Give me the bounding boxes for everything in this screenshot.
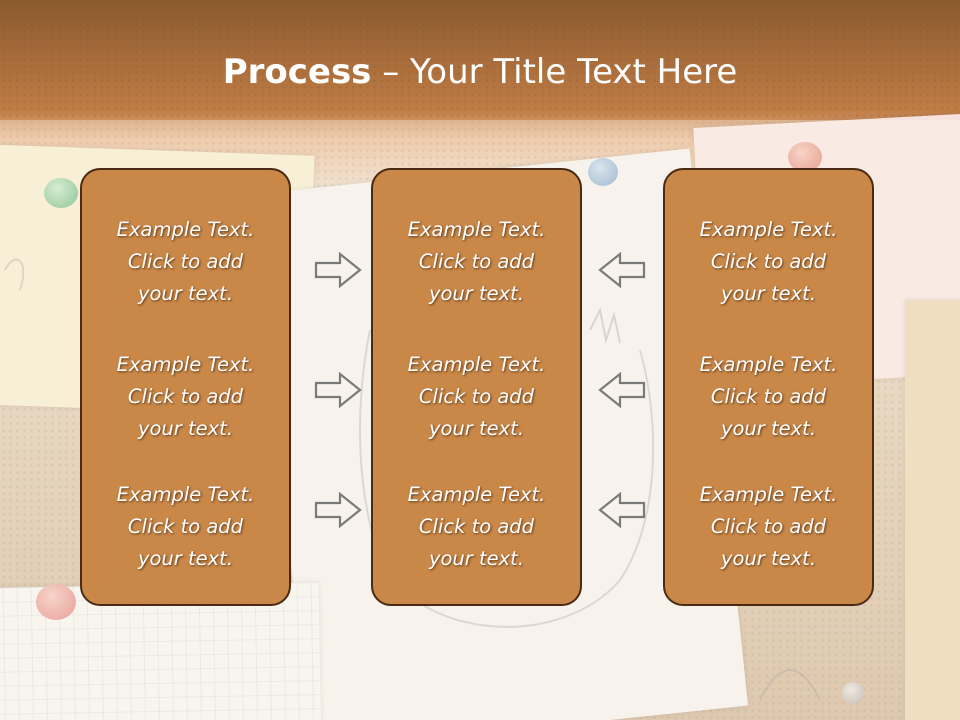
title-rest: – Your Title Text Here [371, 52, 738, 92]
wood-strip [905, 300, 960, 720]
slide-title[interactable]: Process – Your Title Text Here [0, 52, 960, 92]
text-placeholder[interactable]: Example Text. Click to add your text. [373, 214, 580, 310]
text-placeholder[interactable]: Example Text. Click to add your text. [373, 349, 580, 445]
text-line: Click to add [127, 250, 244, 273]
text-line: your text. [137, 547, 234, 570]
text-line: Example Text. [699, 218, 838, 241]
text-line: your text. [428, 282, 525, 305]
text-line: Click to add [127, 385, 244, 408]
text-line: your text. [720, 282, 817, 305]
green-pushpin [44, 178, 78, 208]
text-line: your text. [720, 417, 817, 440]
text-placeholder[interactable]: Example Text. Click to add your text. [373, 479, 580, 575]
text-line: Example Text. [407, 483, 546, 506]
text-line: Click to add [418, 515, 535, 538]
grey-pin [842, 682, 864, 704]
blue-pushpin [588, 158, 618, 186]
arrow-left-icon [598, 372, 646, 408]
red-pushpin [788, 142, 822, 172]
text-line: your text. [428, 547, 525, 570]
text-line: your text. [428, 417, 525, 440]
text-line: Example Text. [116, 483, 255, 506]
text-placeholder[interactable]: Example Text. Click to add your text. [665, 479, 872, 575]
process-box-right[interactable]: Example Text. Click to add your text. Ex… [663, 168, 874, 606]
text-line: your text. [720, 547, 817, 570]
title-bold: Process [222, 52, 372, 92]
text-placeholder[interactable]: Example Text. Click to add your text. [82, 349, 289, 445]
text-line: Example Text. [407, 218, 546, 241]
arrow-left-icon [598, 492, 646, 528]
text-line: Example Text. [407, 353, 546, 376]
text-line: Click to add [710, 250, 827, 273]
text-line: your text. [137, 417, 234, 440]
text-line: Example Text. [116, 218, 255, 241]
text-line: Example Text. [699, 483, 838, 506]
arrow-right-icon [314, 252, 362, 288]
red-pushpin-bottom [36, 584, 76, 620]
arrow-left-icon [598, 252, 646, 288]
text-line: Click to add [710, 515, 827, 538]
text-line: Click to add [710, 385, 827, 408]
arrow-right-icon [314, 372, 362, 408]
process-box-center[interactable]: Example Text. Click to add your text. Ex… [371, 168, 582, 606]
text-line: your text. [137, 282, 234, 305]
text-placeholder[interactable]: Example Text. Click to add your text. [665, 214, 872, 310]
text-placeholder[interactable]: Example Text. Click to add your text. [665, 349, 872, 445]
text-line: Click to add [418, 250, 535, 273]
text-line: Click to add [127, 515, 244, 538]
text-line: Example Text. [116, 353, 255, 376]
text-line: Example Text. [699, 353, 838, 376]
text-placeholder[interactable]: Example Text. Click to add your text. [82, 214, 289, 310]
process-box-left[interactable]: Example Text. Click to add your text. Ex… [80, 168, 291, 606]
text-line: Click to add [418, 385, 535, 408]
arrow-right-icon [314, 492, 362, 528]
text-placeholder[interactable]: Example Text. Click to add your text. [82, 479, 289, 575]
